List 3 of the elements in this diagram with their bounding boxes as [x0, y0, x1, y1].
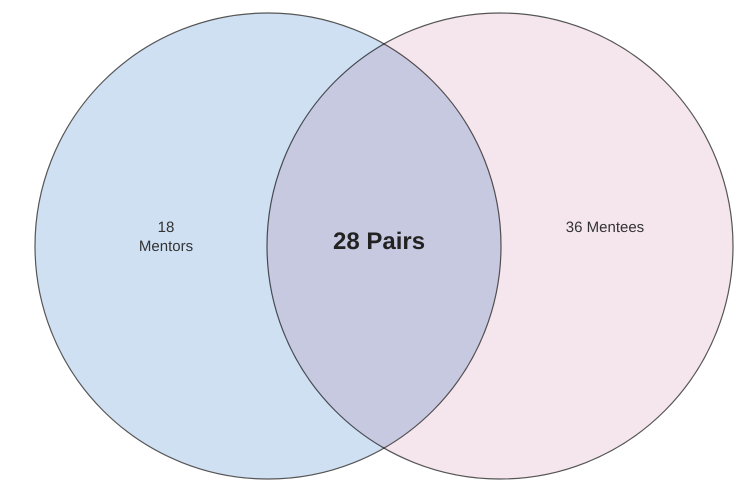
set-label: 36 Mentees — [565, 218, 645, 237]
set-label: 18 Mentors — [138, 218, 194, 256]
intersection-label: 28 Pairs — [333, 228, 426, 256]
